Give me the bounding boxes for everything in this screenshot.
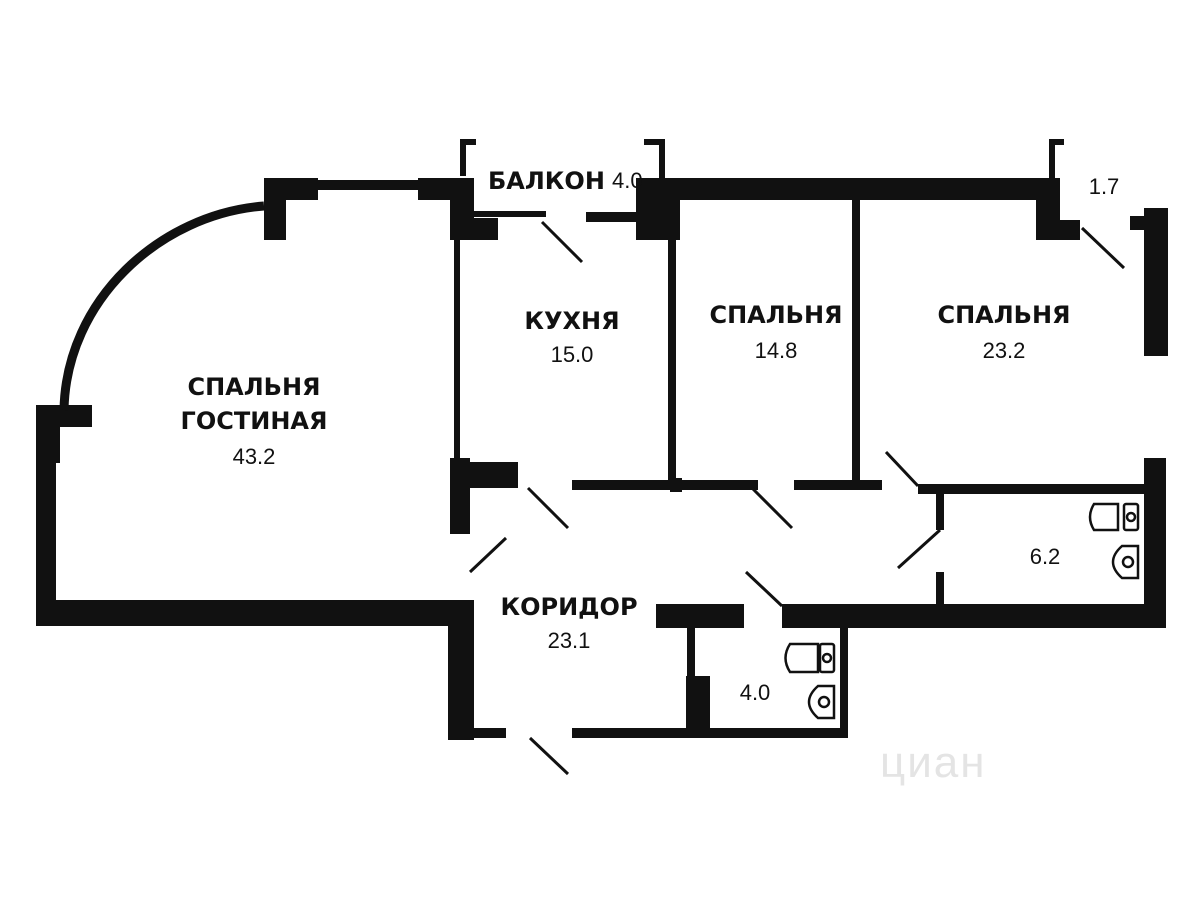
room-name-corridor: КОРИДОР (500, 593, 638, 621)
room-name-living-line1: СПАЛЬНЯ (187, 373, 321, 401)
toilet-icon (1088, 502, 1140, 532)
room-area-corridor: 23.1 (547, 628, 591, 653)
thin-walls (460, 139, 1064, 217)
room-area-kitchen: 15.0 (550, 342, 594, 367)
curved-wall (59, 201, 265, 411)
room-area-bath-large: 6.2 (1029, 544, 1061, 569)
room-name-balcony: БАЛКОН (488, 167, 605, 195)
room-area-balcony: 4.0 (612, 168, 643, 193)
room-name-kitchen: КУХНЯ (524, 307, 620, 335)
walls (36, 178, 1168, 740)
toilet-icon (784, 642, 836, 674)
watermark-logo: циан (880, 738, 987, 787)
room-name-living-line2: ГОСТИНАЯ (180, 407, 328, 435)
room-area-living: 43.2 (232, 444, 276, 469)
room-name-bedroom2: СПАЛЬНЯ (937, 301, 1071, 329)
room-area-bedroom2: 23.2 (982, 338, 1026, 363)
sink-icon (1111, 544, 1140, 580)
room-area-loggia: 1.7 (1088, 174, 1120, 199)
room-name-bedroom1: СПАЛЬНЯ (709, 301, 843, 329)
room-area-bedroom1: 14.8 (754, 338, 798, 363)
doors (468, 220, 1126, 776)
room-area-bath-small: 4.0 (739, 680, 771, 705)
sink-icon (807, 684, 836, 720)
